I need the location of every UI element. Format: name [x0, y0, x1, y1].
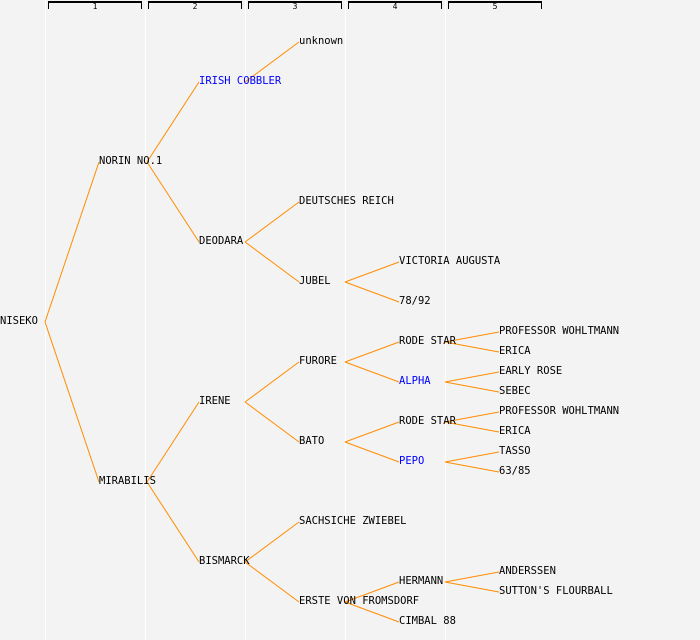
ancestor-variety[interactable]: IRENE — [199, 395, 231, 407]
generation-label: 2 — [192, 2, 198, 11]
pedigree-link — [244, 201, 300, 243]
pedigree-link — [344, 441, 400, 463]
ancestor-variety[interactable]: BISMARCK — [199, 555, 250, 567]
ancestor-variety[interactable]: NORIN NO.1 — [99, 155, 163, 167]
ancestor-variety[interactable]: 63/85 — [499, 465, 531, 477]
ancestor-variety[interactable]: DEODARA — [199, 235, 244, 247]
pedigree-link — [444, 371, 500, 383]
column-divider — [245, 0, 246, 640]
pedigree-link — [444, 381, 500, 393]
root-variety[interactable]: NISEKO — [0, 315, 38, 327]
generation-column-3: 3 — [248, 1, 342, 11]
ancestor-variety[interactable]: ANDERSSEN — [499, 565, 556, 577]
pedigree-link — [244, 521, 300, 563]
ancestor-variety[interactable]: MIRABILIS — [99, 475, 156, 487]
ancestor-variety[interactable]: PROFESSOR WOHLTMANN — [499, 325, 620, 337]
ancestor-variety[interactable]: 78/92 — [399, 295, 431, 307]
ancestor-variety[interactable]: SACHSICHE ZWIEBEL — [299, 515, 407, 527]
column-divider — [445, 0, 446, 640]
ancestor-variety[interactable]: JUBEL — [299, 275, 331, 287]
pedigree-link — [344, 361, 400, 383]
column-divider — [145, 0, 146, 640]
ancestor-variety[interactable]: RODE STAR — [399, 335, 456, 347]
ancestor-variety[interactable]: EARLY ROSE — [499, 365, 563, 377]
ancestor-variety[interactable]: RODE STAR — [399, 415, 456, 427]
pedigree-link — [244, 401, 300, 443]
ancestor-variety[interactable]: ERICA — [499, 425, 531, 437]
pedigree-link — [146, 161, 200, 243]
ancestor-variety[interactable]: FURORE — [299, 355, 337, 367]
ancestor-variety[interactable]: IRISH COBBLER — [199, 75, 282, 87]
ancestor-variety[interactable]: PROFESSOR WOHLTMANN — [499, 405, 620, 417]
generation-label: 4 — [392, 2, 398, 11]
ancestor-variety[interactable]: DEUTSCHES REICH — [299, 195, 394, 207]
pedigree-link — [344, 601, 400, 623]
pedigree-link — [244, 241, 300, 283]
ancestor-variety[interactable]: BATO — [299, 435, 325, 447]
ancestor-variety[interactable]: ERICA — [499, 345, 531, 357]
generation-label: 5 — [492, 2, 498, 11]
generation-column-5: 5 — [448, 1, 542, 11]
pedigree-link — [146, 481, 200, 563]
pedigree-link — [444, 341, 500, 353]
pedigree-link — [444, 581, 500, 593]
ancestor-variety[interactable]: SUTTON'S FLOURBALL — [499, 585, 613, 597]
ancestor-variety[interactable]: TASSO — [499, 445, 531, 457]
generation-label: 3 — [292, 2, 298, 11]
pedigree-link — [44, 161, 100, 323]
pedigree-link — [344, 421, 400, 443]
pedigree-link — [146, 81, 200, 163]
generation-column-4: 4 — [348, 1, 442, 11]
ancestor-variety[interactable]: HERMANN — [399, 575, 444, 587]
pedigree-link — [444, 461, 500, 473]
pedigree-link — [444, 451, 500, 463]
ancestor-variety[interactable]: VICTORIA AUGUSTA — [399, 255, 501, 267]
pedigree-link — [344, 341, 400, 363]
pedigree-link — [244, 561, 300, 603]
generation-column-2: 2 — [148, 1, 242, 11]
pedigree-link — [344, 581, 400, 603]
pedigree-link — [444, 411, 500, 423]
ancestor-variety[interactable]: ERSTE VON FROMSDORF — [299, 595, 420, 607]
pedigree-link — [444, 421, 500, 433]
ancestor-variety[interactable]: CIMBAL 88 — [399, 615, 456, 627]
ancestor-variety[interactable]: SEBEC — [499, 385, 531, 397]
generation-label: 1 — [92, 2, 98, 11]
column-divider — [345, 0, 346, 640]
pedigree-link — [444, 331, 500, 343]
pedigree-link — [146, 401, 200, 483]
generation-column-1: 1 — [48, 1, 142, 11]
ancestor-variety[interactable]: unknown — [299, 35, 344, 47]
pedigree-link — [244, 361, 300, 403]
pedigree-link — [344, 281, 400, 303]
pedigree-link — [44, 321, 100, 483]
pedigree-link — [444, 571, 500, 583]
pedigree-link — [244, 41, 300, 83]
ancestor-variety[interactable]: PEPO — [399, 455, 425, 467]
ancestor-variety[interactable]: ALPHA — [399, 375, 431, 387]
pedigree-link — [344, 261, 400, 283]
